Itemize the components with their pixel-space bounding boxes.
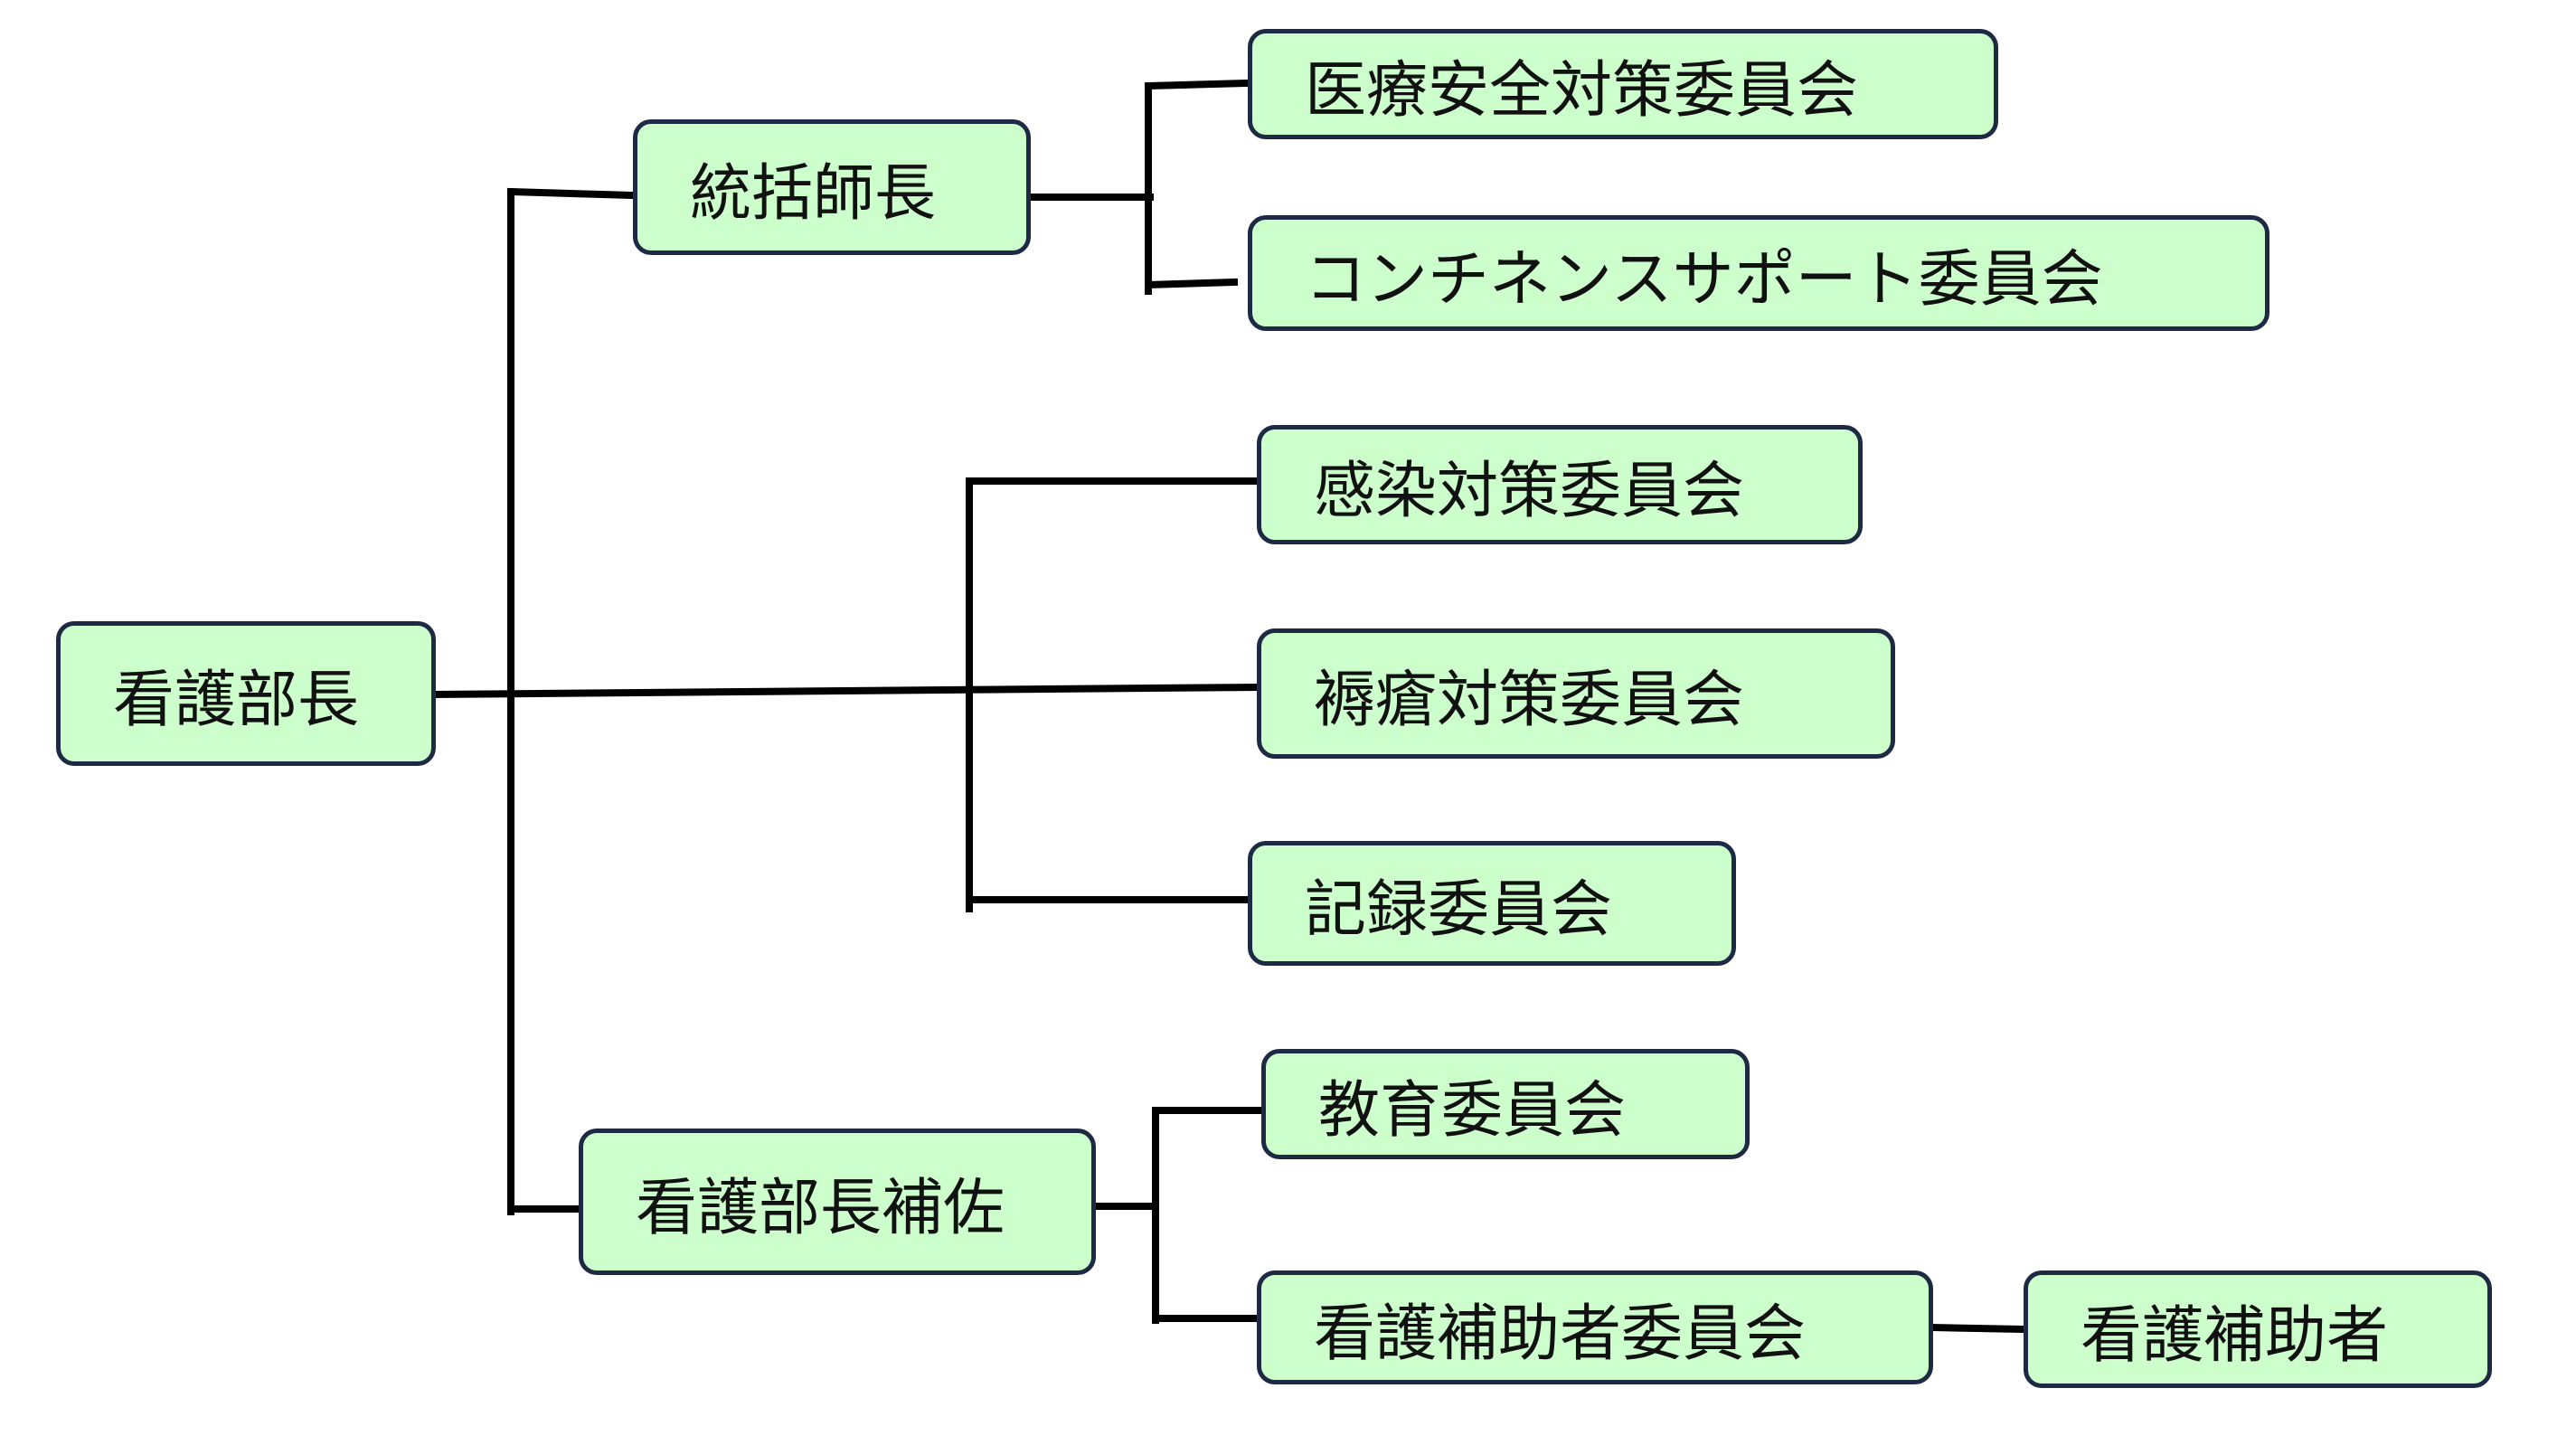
node-kango-hojosha-iinkai[interactable]: 看護補助者委員会: [1257, 1270, 1933, 1384]
node-label: 褥瘡対策委員会: [1314, 664, 1745, 736]
trunk-horizontal-line: [429, 683, 1261, 699]
node-continence-support-iinkai[interactable]: コンチネンスサポート委員会: [1248, 215, 2269, 331]
node-kyouiku-iinkai[interactable]: 教育委員会: [1261, 1049, 1750, 1159]
node-label: 記録委員会: [1305, 874, 1613, 946]
node-kiroku-iinkai[interactable]: 記録委員会: [1248, 841, 1736, 966]
node-label: 看護部長補佐: [636, 1172, 1005, 1244]
node-kango-buchou-hosa[interactable]: 看護部長補佐: [579, 1129, 1096, 1275]
branch-line-iryou: [1144, 79, 1250, 90]
node-iryou-anzen-iinkai[interactable]: 医療安全対策委員会: [1248, 29, 1998, 139]
branch-line-toukatsu: [506, 187, 637, 200]
node-kango-hojosha[interactable]: 看護補助者: [2024, 1270, 2492, 1388]
node-jokusou-taisaku-iinkai[interactable]: 褥瘡対策委員会: [1257, 628, 1895, 759]
node-label: 看護部長: [113, 664, 360, 736]
node-toukatsu-shichou[interactable]: 統括師長: [633, 119, 1031, 255]
branch-line-continence: [1144, 278, 1239, 289]
node-label: 感染対策委員会: [1314, 455, 1745, 527]
branch-line-hojosha: [1927, 1323, 2030, 1334]
node-label: 教育委員会: [1318, 1074, 1627, 1147]
node-kansen-taisaku-iinkai[interactable]: 感染対策委員会: [1257, 425, 1863, 544]
node-label: 看護補助者委員会: [1314, 1298, 1807, 1370]
node-label: 統括師長: [690, 157, 937, 230]
node-kango-buchou[interactable]: 看護部長: [56, 621, 436, 766]
node-label: 医療安全対策委員会: [1305, 54, 1859, 127]
node-label: 看護補助者: [2081, 1299, 2389, 1372]
node-label: コンチネンスサポート委員会: [1305, 243, 2103, 316]
